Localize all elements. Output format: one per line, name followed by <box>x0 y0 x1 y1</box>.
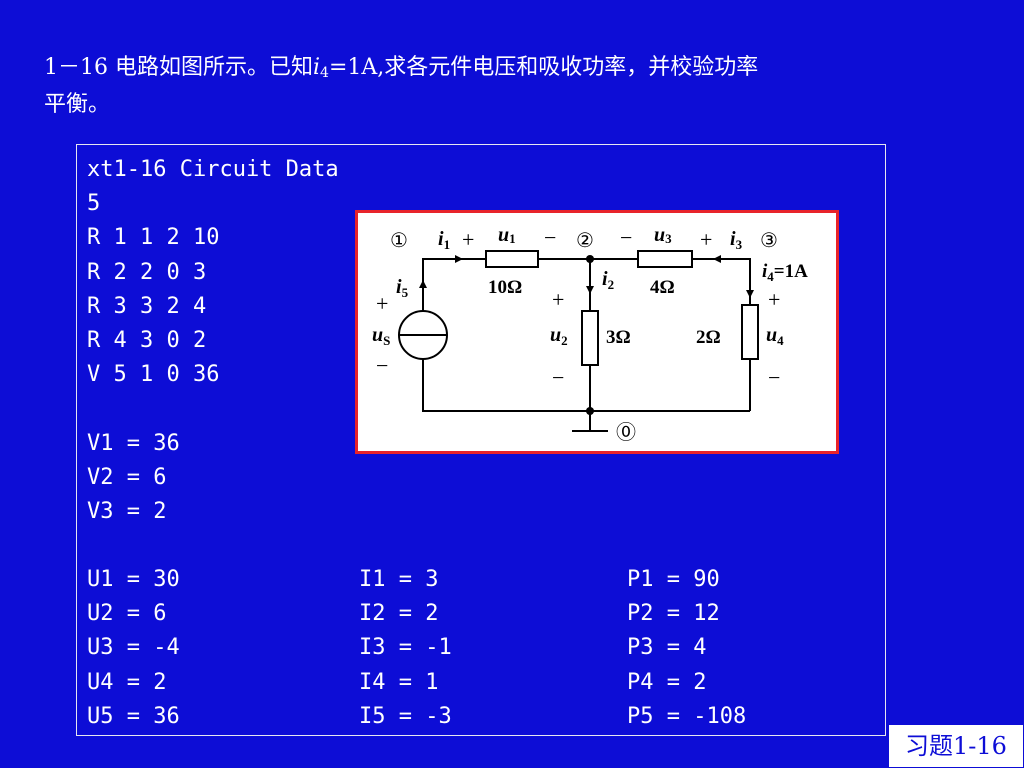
current-result: I1 = 3 <box>359 567 439 592</box>
problem-var: i <box>313 55 321 80</box>
polarity-minus: − <box>552 365 564 390</box>
polarity-minus: − <box>376 353 388 378</box>
problem-var-sub: 4 <box>320 65 329 81</box>
element-count: 5 <box>87 191 101 217</box>
label-r3: 4Ω <box>650 277 675 298</box>
node-label-1: ① <box>390 230 408 252</box>
voltage-result: U2 = 6 <box>87 601 167 627</box>
polarity-minus: − <box>544 225 556 250</box>
node-dots <box>586 255 594 415</box>
current-result: I2 = 2 <box>359 601 439 627</box>
program-output-panel: xt1-16 Circuit Data 5 R 1 1 2 10 R 2 2 0… <box>76 144 886 736</box>
label-i5: i5 <box>396 276 409 300</box>
element-line: R 4 3 0 2 <box>87 328 207 354</box>
element-line: R 3 3 2 4 <box>87 293 207 319</box>
listing-title: xt1-16 Circuit Data <box>87 157 339 182</box>
node-label-0: ⓪ <box>616 421 636 444</box>
circuit-diagram: ① ② ③ ⓪ i1 i3 i2 i5 i4=1A u1 u3 u2 u4 uS… <box>355 210 839 454</box>
resistor-r4 <box>741 304 759 360</box>
polarity-plus: + <box>462 227 474 252</box>
problem-statement: 1－16 电路如图所示。已知i4=1A,求各元件电压和吸收功率，并校验功率 平衡… <box>44 52 964 121</box>
label-i1: i1 <box>438 228 450 252</box>
resistor-r1 <box>485 250 539 268</box>
circuit-data-listing: xt1-16 Circuit Data 5 R 1 1 2 10 R 2 2 0… <box>87 153 339 529</box>
problem-text-line2: 平衡。 <box>44 92 111 117</box>
power-result: P3 = 4 <box>627 635 707 661</box>
polarity-minus: − <box>620 225 632 250</box>
node-voltage-line: V1 = 36 <box>87 430 180 456</box>
voltage-result: U1 = 30 <box>87 567 180 592</box>
polarity-plus: + <box>552 287 564 312</box>
node-label-2: ② <box>576 230 594 252</box>
node-label-3: ③ <box>760 230 778 252</box>
current-result: I5 = -3 <box>359 703 452 729</box>
node-voltage-line: V3 = 2 <box>87 499 167 525</box>
polarity-plus: + <box>700 227 712 252</box>
current-result: I4 = 1 <box>359 669 439 695</box>
label-us: uS <box>372 324 390 348</box>
polarity-plus: + <box>768 287 780 312</box>
exercise-label: 习题1-16 <box>888 724 1024 768</box>
problem-text-start: 1－16 电路如图所示。已知 <box>44 55 313 80</box>
circuit-schematic: ① ② ③ ⓪ i1 i3 i2 i5 i4=1A u1 u3 u2 u4 uS… <box>372 224 808 444</box>
label-r4: 2Ω <box>696 327 721 348</box>
voltage-result: U4 = 2 <box>87 669 167 695</box>
label-u4: u4 <box>766 324 784 348</box>
resistor-r2 <box>581 310 599 366</box>
label-r1: 10Ω <box>488 277 522 298</box>
polarity-plus: + <box>376 291 388 316</box>
label-u3: u3 <box>654 224 672 246</box>
power-result: P2 = 12 <box>627 601 720 627</box>
label-i3: i3 <box>730 228 743 252</box>
label-i4: i4=1A <box>762 261 808 284</box>
voltage-result: U5 = 36 <box>87 703 180 729</box>
polarity-minus: − <box>768 365 780 390</box>
element-line: R 1 1 2 10 <box>87 225 220 251</box>
element-line: R 2 2 0 3 <box>87 259 207 285</box>
label-u1: u1 <box>498 224 516 246</box>
power-result: P1 = 90 <box>627 567 720 592</box>
node-voltage-line: V2 = 6 <box>87 464 167 490</box>
power-result: P4 = 2 <box>627 669 707 695</box>
problem-text-end: =1A,求各元件电压和吸收功率，并校验功率 <box>328 55 759 80</box>
power-results-column: P1 = 90 P2 = 12 P3 = 4 P4 = 2 P5 = -108 <box>627 563 746 734</box>
power-result: P5 = -108 <box>627 703 747 729</box>
voltage-result: U3 = -4 <box>87 635 180 661</box>
current-results-column: I1 = 3 I2 = 2 I3 = -1 I4 = 1 I5 = -3 <box>359 563 452 734</box>
label-r2: 3Ω <box>606 327 631 348</box>
voltage-results-column: U1 = 30 U2 = 6 U3 = -4 U4 = 2 U5 = 36 <box>87 563 180 734</box>
label-u2: u2 <box>550 324 568 348</box>
resistor-r3 <box>637 250 693 268</box>
element-line: V 5 1 0 36 <box>87 362 220 388</box>
label-i2: i2 <box>602 268 614 292</box>
current-result: I3 = -1 <box>359 635 452 661</box>
